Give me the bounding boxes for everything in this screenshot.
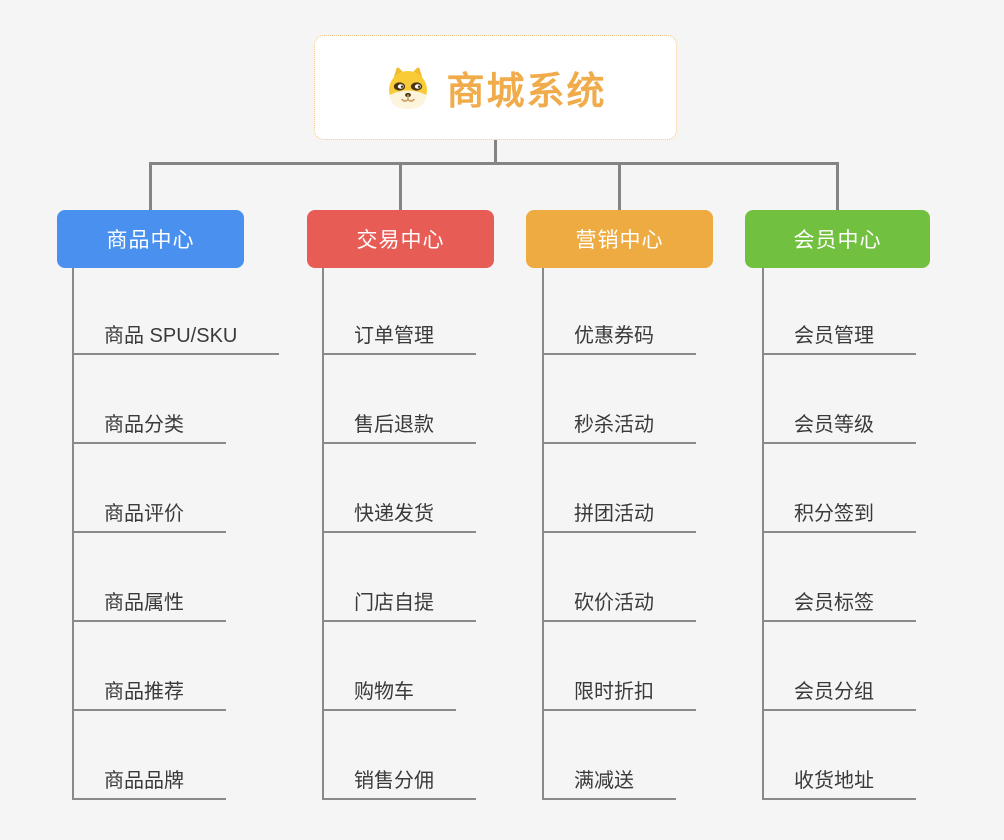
leaf-node[interactable]: 会员分组: [762, 671, 916, 711]
leaf-node[interactable]: 会员标签: [762, 582, 916, 622]
leaf-node[interactable]: 砍价活动: [542, 582, 696, 622]
branch-drop-connector: [399, 165, 402, 210]
leaf-node[interactable]: 商品 SPU/SKU: [72, 315, 280, 355]
leaf-node[interactable]: 购物车: [322, 671, 456, 711]
leaf-node[interactable]: 商品品牌: [72, 760, 226, 800]
branch-node-marketing[interactable]: 营销中心: [526, 210, 713, 268]
trunk-line: [762, 268, 764, 800]
branch-drop-connector: [618, 165, 621, 210]
leaf-node[interactable]: 售后退款: [322, 404, 476, 444]
branch-node-trade[interactable]: 交易中心: [307, 210, 494, 268]
leaf-node[interactable]: 商品推荐: [72, 671, 226, 711]
leaf-node[interactable]: 商品属性: [72, 582, 226, 622]
leaf-node[interactable]: 满减送: [542, 760, 676, 800]
shiba-dog-icon: [389, 67, 428, 109]
leaf-node[interactable]: 订单管理: [322, 315, 476, 355]
branch-drop-connector: [149, 165, 152, 210]
leaf-node[interactable]: 拼团活动: [542, 493, 696, 533]
branch-drop-connector: [836, 165, 839, 210]
root-node[interactable]: 商城系统: [314, 35, 677, 140]
leaf-node[interactable]: 销售分佣: [322, 760, 476, 800]
root-stem-connector: [494, 140, 497, 164]
trunk-line: [322, 268, 324, 800]
leaf-node[interactable]: 门店自提: [322, 582, 476, 622]
branch-node-member[interactable]: 会员中心: [745, 210, 930, 268]
trunk-line: [72, 268, 74, 800]
leaf-node[interactable]: 商品分类: [72, 404, 226, 444]
leaf-node[interactable]: 积分签到: [762, 493, 916, 533]
leaf-node[interactable]: 限时折扣: [542, 671, 696, 711]
leaf-node[interactable]: 秒杀活动: [542, 404, 696, 444]
branch-node-product[interactable]: 商品中心: [57, 210, 244, 268]
leaf-node[interactable]: 收货地址: [762, 760, 916, 800]
leaf-node[interactable]: 会员等级: [762, 404, 916, 444]
leaf-node[interactable]: 快递发货: [322, 493, 476, 533]
branch-hline-connector: [149, 162, 839, 165]
root-title: 商城系统: [446, 71, 607, 113]
leaf-node[interactable]: 会员管理: [762, 315, 916, 355]
leaf-node[interactable]: 商品评价: [72, 493, 226, 533]
leaf-node[interactable]: 优惠券码: [542, 315, 696, 355]
trunk-line: [542, 268, 544, 800]
